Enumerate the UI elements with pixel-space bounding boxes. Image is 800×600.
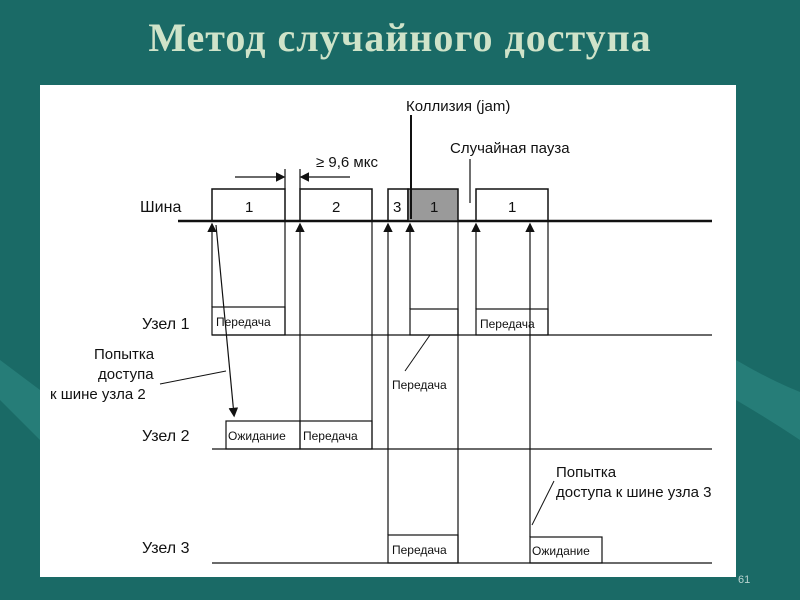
node2-label: Узел 2 — [142, 428, 190, 445]
node2-state-1: Ожидание — [228, 429, 286, 443]
node3-state-2: Ожидание — [532, 544, 590, 558]
gap-label: ≥ 9,6 мкс — [316, 154, 378, 171]
bus-frame-label-2: 2 — [332, 199, 340, 216]
bus-frame-5 — [475, 188, 549, 222]
bus-frame-collision — [407, 188, 459, 222]
diagram-panel: Шина 1 2 3 1 1 ≥ 9,6 мкс Коллизия (jam) … — [40, 85, 736, 577]
bus-frame-label-5: 1 — [508, 199, 516, 216]
node3-state-1: Передача — [392, 543, 447, 557]
node2-attempt-arrow — [215, 224, 239, 418]
node1-floating-pointer — [404, 334, 431, 372]
page-number: 61 — [738, 574, 751, 586]
node3-attempt-pointer — [531, 480, 555, 526]
bus-frame-1 — [211, 188, 286, 222]
bus-frame-label-4: 1 — [430, 199, 438, 216]
node1-label: Узел 1 — [142, 316, 190, 333]
node1-state-1: Передача — [216, 315, 271, 329]
node3-state-box-2 — [529, 536, 603, 564]
node3-attempt-line2: доступа к шине узла 3 — [556, 484, 712, 501]
node1-floating-label: Передача — [392, 378, 447, 392]
bus-frame-label-1: 1 — [245, 199, 253, 216]
access-arrows — [207, 221, 549, 563]
random-pause-label: Случайная пауза — [450, 140, 570, 157]
node3-label: Узел 3 — [142, 540, 190, 557]
bus-label: Шина — [140, 199, 181, 216]
slide-title: Метод случайного доступа — [148, 15, 652, 60]
collision-label: Коллизия (jam) — [406, 98, 510, 115]
bus-frame-2 — [299, 188, 373, 222]
node1-state-2: Передача — [480, 317, 535, 331]
node2-attempt-line3: к шине узла 2 — [50, 386, 146, 403]
timing-diagram: Шина 1 2 3 1 1 ≥ 9,6 мкс Коллизия (jam) … — [50, 98, 712, 564]
node1-collision-box — [409, 308, 459, 336]
node2-attempt-line2: доступа — [98, 366, 154, 383]
node2-attempt-line1: Попытка — [94, 346, 155, 363]
node3-attempt-line1: Попытка — [556, 464, 617, 481]
bus-frame-label-3: 3 — [393, 199, 401, 216]
bus-frames — [211, 188, 549, 222]
node2-attempt-pointer — [159, 370, 227, 385]
node2-state-2: Передача — [303, 429, 358, 443]
